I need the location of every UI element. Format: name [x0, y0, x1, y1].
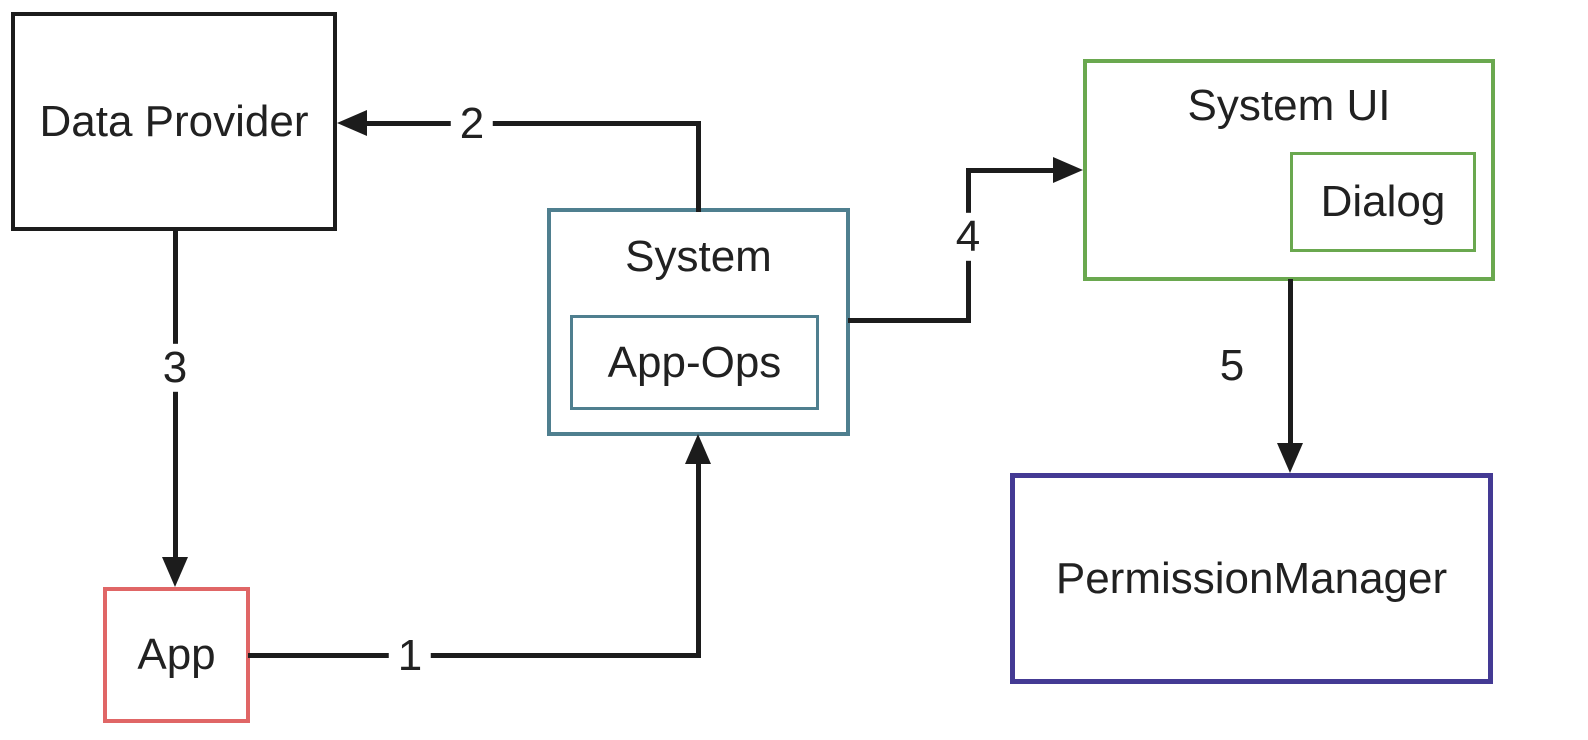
arrow-2-arrowhead-left-icon [337, 110, 367, 136]
node-permission-manager-label: PermissionManager [1055, 553, 1448, 603]
arrow-1-label: 1 [388, 631, 432, 681]
arrow-5-vertical-line [1288, 279, 1293, 445]
arrow-4-lower-horizontal-line [848, 318, 970, 323]
node-system: System App-Ops [547, 208, 850, 436]
arrow-3-arrowhead-down-icon [162, 557, 188, 587]
arrow-4-arrowhead-right-icon [1053, 157, 1083, 183]
arrow-2-label: 2 [450, 99, 494, 149]
arrow-5-arrowhead-down-icon [1277, 443, 1303, 473]
node-system-label: System [625, 232, 772, 281]
node-app-ops: App-Ops [570, 315, 819, 410]
node-system-ui-label: System UI [1187, 81, 1391, 130]
arrow-4-label: 4 [946, 212, 990, 262]
arrow-1-arrowhead-up-icon [685, 434, 711, 464]
arrow-3-label: 3 [153, 343, 197, 393]
arrow-2-horizontal-line [365, 121, 700, 126]
arrow-1-horizontal-line [248, 653, 700, 658]
arrow-5-label: 5 [1210, 341, 1254, 391]
arrow-4-upper-horizontal-line [966, 168, 1055, 173]
node-app: App [103, 587, 250, 723]
node-data-provider-label: Data Provider [39, 96, 309, 146]
node-dialog-label: Dialog [1320, 177, 1446, 226]
arrow-1-vertical-line [696, 462, 701, 658]
node-app-ops-label: App-Ops [607, 337, 782, 387]
node-data-provider: Data Provider [11, 12, 337, 231]
arrow-2-vertical-line [696, 121, 701, 212]
arrow-3-vertical-line [173, 229, 178, 559]
node-permission-manager: PermissionManager [1010, 473, 1493, 684]
node-system-ui: System UI Dialog [1083, 59, 1495, 281]
node-dialog: Dialog [1290, 152, 1476, 252]
node-app-label: App [137, 630, 216, 679]
